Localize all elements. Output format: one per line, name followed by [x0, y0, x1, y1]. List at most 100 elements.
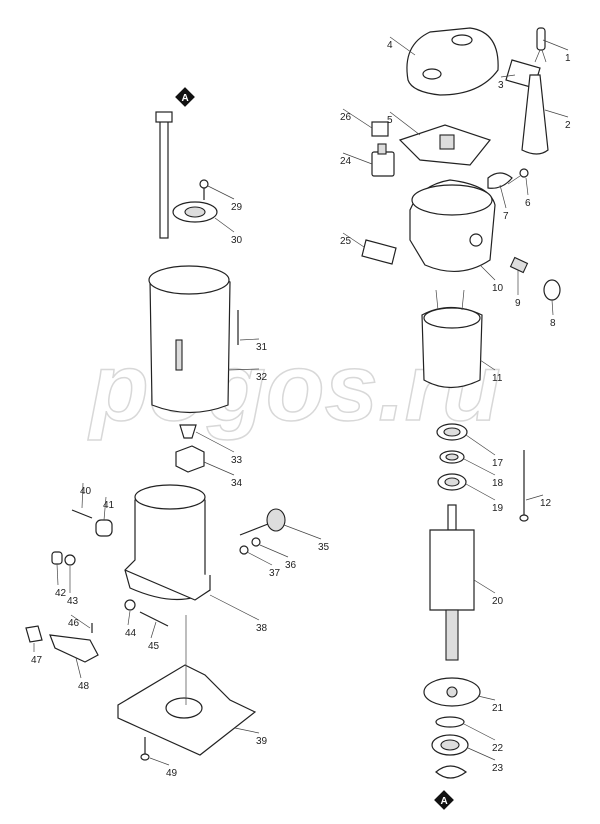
- leader-line-22: [463, 723, 496, 741]
- part-label-1: 1: [565, 53, 571, 64]
- switch-24: [371, 143, 395, 177]
- leader-line-24: [342, 152, 373, 165]
- part-label-41: 41: [103, 500, 115, 511]
- part-label-49: 49: [166, 768, 178, 779]
- field-11: [421, 289, 483, 389]
- leader-line-2: [544, 109, 569, 118]
- screw-6: [507, 168, 529, 185]
- nut-36: [251, 537, 261, 547]
- part-label-33: 33: [231, 455, 243, 466]
- leader-line-11: [479, 359, 496, 371]
- leader-line-21: [477, 695, 496, 701]
- leader-line-5: [389, 111, 421, 136]
- base-plate-39: [117, 664, 257, 756]
- leader-line-25: [342, 232, 365, 248]
- reference-marker-top: A: [175, 87, 195, 107]
- terminal-26: [371, 121, 389, 137]
- leader-line-36: [259, 544, 289, 558]
- leader-line-30: [214, 217, 235, 233]
- reference-marker-bottom: A: [434, 790, 454, 810]
- part-label-45: 45: [148, 641, 160, 652]
- part-label-44: 44: [125, 628, 137, 639]
- part-label-9: 9: [515, 298, 521, 309]
- leader-line-35: [283, 524, 322, 540]
- leader-line-4: [389, 36, 416, 56]
- brush-holder-5: [398, 124, 492, 166]
- leader-line-12: [525, 494, 544, 501]
- shaft-45: [139, 611, 169, 627]
- part-label-48: 48: [78, 681, 90, 692]
- part-label-29: 29: [231, 202, 243, 213]
- svg-text:A: A: [441, 796, 448, 807]
- part-label-10: 10: [492, 283, 504, 294]
- part-label-23: 23: [492, 763, 504, 774]
- part-label-12: 12: [540, 498, 552, 509]
- washer-37: [239, 545, 249, 555]
- cord-guard-2: [521, 74, 549, 155]
- base-38: [124, 484, 211, 601]
- lever-48: [49, 634, 99, 663]
- part-label-3: 3: [498, 80, 504, 91]
- leader-line-45: [150, 621, 157, 639]
- leader-line-49: [149, 757, 170, 766]
- part-label-40: 40: [80, 486, 92, 497]
- part-label-7: 7: [503, 211, 509, 222]
- svg-text:A: A: [182, 93, 189, 104]
- motor-housing-10: [409, 179, 496, 273]
- part-label-2: 2: [565, 120, 571, 131]
- retaining-ring-22: [435, 716, 465, 728]
- leader-line-38: [209, 594, 260, 621]
- leader-line-18: [463, 458, 496, 476]
- fan-21: [423, 677, 481, 707]
- leader-line-39: [234, 727, 260, 734]
- label-plate-25: [361, 239, 397, 265]
- switch-lever-7: [487, 172, 513, 189]
- pin-40: [71, 509, 93, 519]
- part-label-11: 11: [492, 373, 503, 384]
- part-label-20: 20: [492, 596, 504, 607]
- part-label-37: 37: [269, 568, 281, 579]
- part-label-42: 42: [55, 588, 67, 599]
- part-label-18: 18: [492, 478, 504, 489]
- stopper-30: [172, 201, 218, 223]
- part-label-34: 34: [231, 478, 243, 489]
- part-label-36: 36: [285, 560, 297, 571]
- part-label-31: 31: [256, 342, 268, 353]
- leader-line-37: [246, 551, 273, 566]
- baffle-17: [436, 423, 468, 441]
- part-label-47: 47: [31, 655, 43, 666]
- cord-part-1: [534, 27, 547, 63]
- leader-line-19: [465, 483, 496, 501]
- part-label-24: 24: [340, 156, 352, 167]
- leader-line-40: [81, 482, 84, 509]
- leader-line-32: [227, 368, 260, 371]
- washer-44: [124, 599, 136, 611]
- nut-42: [51, 551, 63, 565]
- leader-line-42: [56, 563, 59, 586]
- part-labels: 1234567891011121718192021222324252629303…: [31, 36, 571, 779]
- part-label-43: 43: [67, 596, 79, 607]
- thumb-screw-35: [239, 508, 286, 536]
- part-label-19: 19: [492, 503, 504, 514]
- part-label-22: 22: [492, 743, 504, 754]
- part-label-35: 35: [318, 542, 330, 553]
- leader-line-44: [127, 610, 131, 626]
- part-label-5: 5: [387, 115, 393, 126]
- nut-34: [175, 445, 205, 473]
- leader-line-20: [473, 579, 496, 594]
- part-label-21: 21: [492, 703, 504, 714]
- bearing-19: [437, 473, 467, 491]
- motor-housing-32: [148, 265, 231, 414]
- part-label-8: 8: [550, 318, 556, 329]
- part-label-38: 38: [256, 623, 268, 634]
- leader-line-33: [195, 431, 235, 453]
- armature-20: [429, 504, 475, 661]
- part-label-39: 39: [256, 736, 268, 747]
- leader-line-26: [342, 108, 373, 129]
- part-label-26: 26: [340, 112, 352, 123]
- cover-part-4: [406, 27, 499, 96]
- part-label-32: 32: [256, 372, 268, 383]
- washer-43: [64, 554, 76, 566]
- leader-line-10: [479, 264, 496, 281]
